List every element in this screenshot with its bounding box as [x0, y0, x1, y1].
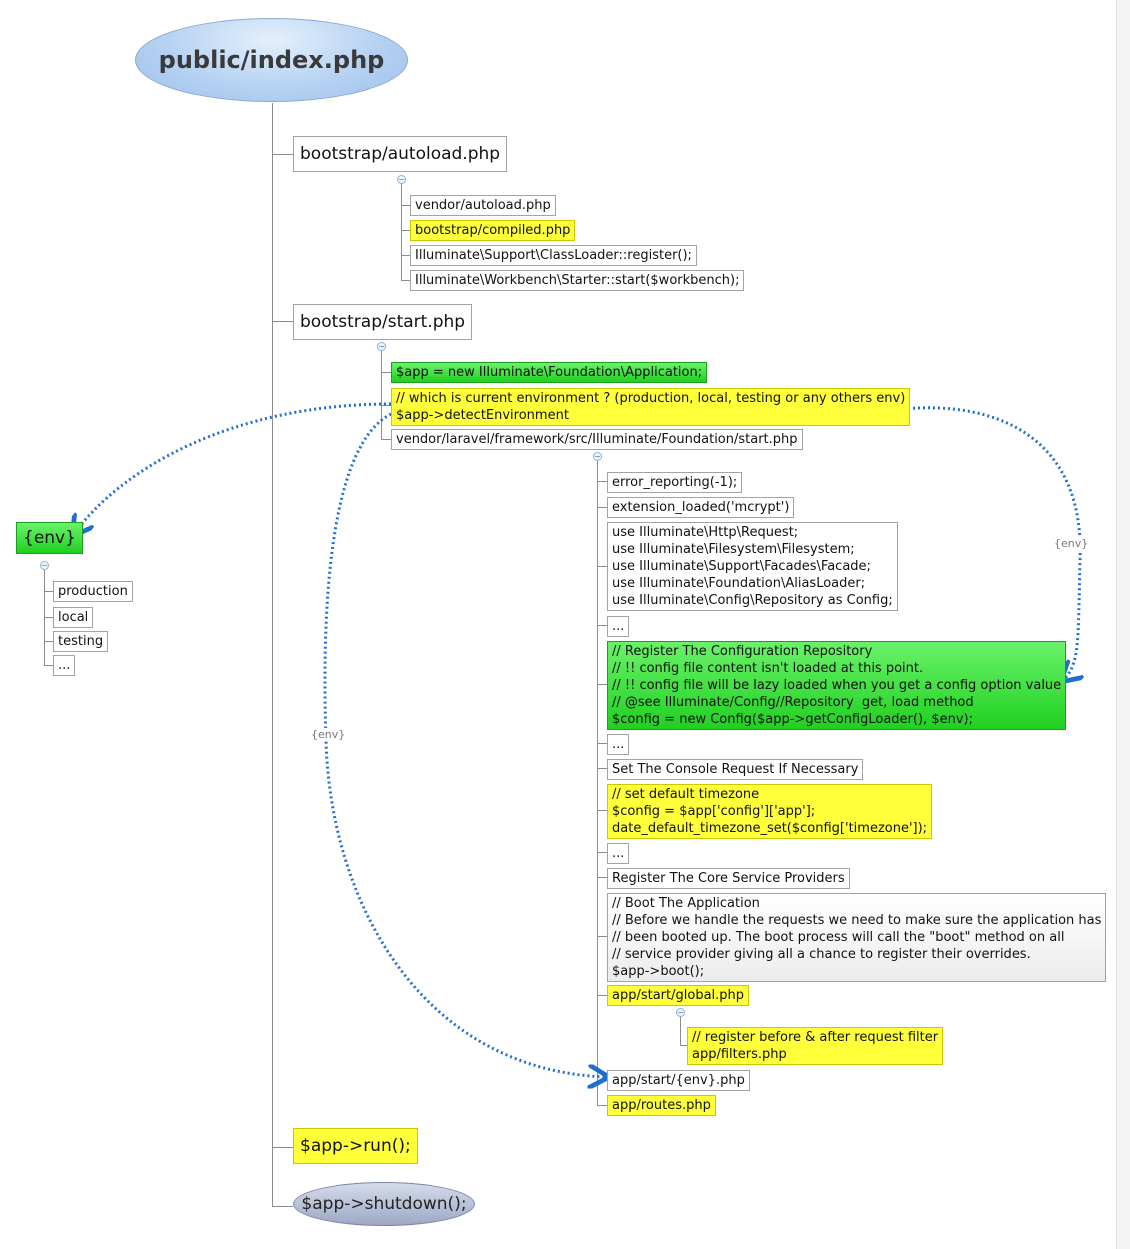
item-filters[interactable]: // register before & after request filte…	[687, 1027, 944, 1065]
trunk-line	[272, 103, 273, 1207]
child-line	[680, 1016, 681, 1045]
collapse-toggle-icon[interactable]: −	[377, 342, 386, 351]
subtopic-workbench[interactable]: Illuminate\Workbench\Starter::start($wor…	[410, 270, 745, 291]
subtopic-detect-environment[interactable]: // which is current environment ? (produ…	[391, 388, 911, 426]
child-line	[597, 743, 607, 744]
child-line	[44, 617, 53, 618]
item-use-statements[interactable]: use Illuminate\Http\Request; use Illumin…	[607, 522, 898, 611]
topic-autoload[interactable]: bootstrap/autoload.php	[293, 136, 508, 172]
child-line	[44, 591, 53, 592]
subtopic-classloader[interactable]: Illuminate\Support\ClassLoader::register…	[410, 245, 697, 266]
child-line	[680, 1045, 687, 1046]
child-line	[401, 255, 410, 256]
branch-line	[272, 1206, 293, 1207]
child-line	[401, 230, 410, 231]
child-line	[597, 1105, 607, 1106]
child-line	[597, 507, 607, 508]
child-line	[401, 205, 410, 206]
child-line	[381, 350, 382, 439]
env-local[interactable]: local	[53, 607, 94, 628]
branch-line	[272, 154, 293, 155]
child-line	[401, 183, 402, 280]
item-timezone[interactable]: // set default timezone $config = $app['…	[607, 784, 933, 839]
relationship-label-left: {env}	[310, 728, 347, 741]
topic-run[interactable]: $app->run();	[293, 1128, 418, 1164]
item-global-php[interactable]: app/start/global.php	[607, 985, 750, 1006]
item-error-reporting[interactable]: error_reporting(-1);	[607, 472, 743, 493]
subtopic-vendor-autoload[interactable]: vendor/autoload.php	[410, 195, 556, 216]
env-relationship-right	[902, 406, 1080, 680]
item-ellipsis[interactable]: ...	[607, 616, 630, 637]
item-ellipsis[interactable]: ...	[607, 843, 630, 864]
subtopic-compiled[interactable]: bootstrap/compiled.php	[410, 220, 576, 241]
child-line	[597, 566, 607, 567]
child-line	[597, 852, 607, 853]
root-topic[interactable]: public/index.php	[135, 18, 408, 102]
item-extension-loaded[interactable]: extension_loaded('mcrypt')	[607, 497, 795, 518]
topic-shutdown[interactable]: $app->shutdown();	[293, 1182, 475, 1226]
child-line	[597, 877, 607, 878]
collapse-toggle-icon[interactable]: −	[676, 1008, 685, 1017]
item-core-providers[interactable]: Register The Core Service Providers	[607, 868, 850, 889]
child-line	[44, 568, 45, 665]
child-line	[381, 372, 391, 373]
env-relationship-left	[74, 402, 392, 534]
subtopic-app-new[interactable]: $app = new Illuminate\Foundation\Applica…	[391, 362, 708, 383]
floating-topic-env[interactable]: {env}	[16, 522, 83, 554]
item-config-repository[interactable]: // Register The Configuration Repository…	[607, 641, 1067, 730]
child-line	[597, 995, 607, 996]
env-more[interactable]: ...	[53, 655, 76, 676]
child-line	[44, 641, 53, 642]
relationship-label-right: {env}	[1053, 537, 1090, 550]
child-line	[597, 936, 607, 937]
child-line	[381, 439, 391, 440]
collapse-toggle-icon[interactable]: −	[397, 175, 406, 184]
child-line	[597, 481, 607, 482]
child-line	[597, 768, 607, 769]
child-line	[597, 460, 598, 1105]
subtopic-framework-start[interactable]: vendor/laravel/framework/src/Illuminate/…	[391, 429, 803, 450]
child-line	[381, 405, 391, 406]
collapse-toggle-icon[interactable]: −	[593, 452, 602, 461]
item-env-start[interactable]: app/start/{env}.php	[607, 1070, 750, 1091]
topic-start[interactable]: bootstrap/start.php	[293, 304, 473, 340]
env-production[interactable]: production	[53, 581, 133, 602]
item-routes[interactable]: app/routes.php	[607, 1095, 716, 1116]
env-testing[interactable]: testing	[53, 631, 109, 652]
child-line	[597, 684, 607, 685]
child-line	[44, 665, 53, 666]
child-line	[597, 625, 607, 626]
item-ellipsis[interactable]: ...	[607, 734, 630, 755]
branch-line	[272, 1147, 293, 1148]
child-line	[401, 280, 410, 281]
child-line	[597, 810, 607, 811]
item-boot-application[interactable]: // Boot The Application // Before we han…	[607, 893, 1107, 982]
item-console-request[interactable]: Set The Console Request If Necessary	[607, 759, 864, 780]
env-relationship-down	[323, 412, 606, 1077]
branch-line	[272, 321, 293, 322]
scroll-edge	[1116, 0, 1130, 1249]
collapse-toggle-icon[interactable]: −	[40, 561, 49, 570]
